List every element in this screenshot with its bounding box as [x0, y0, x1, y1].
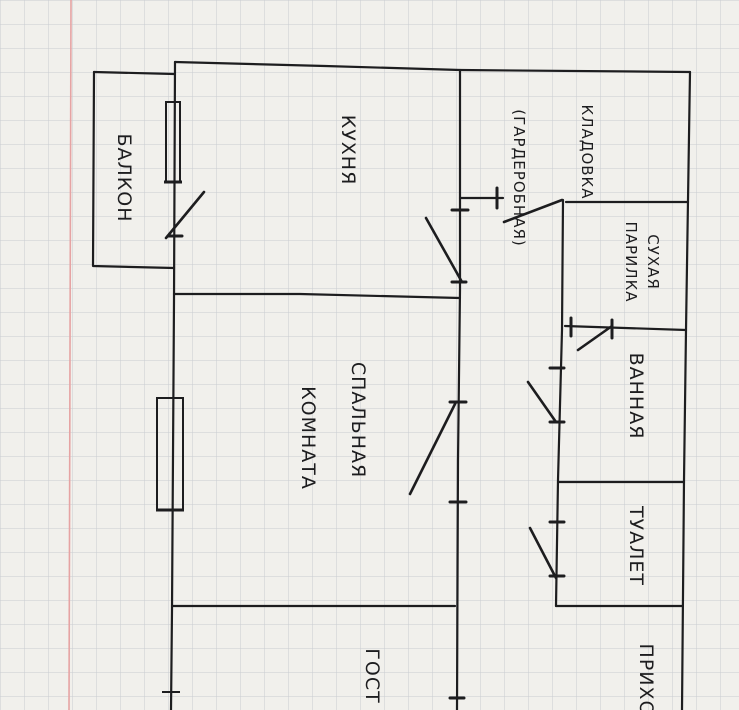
door-leaves — [164, 190, 614, 580]
toilet-label: ТУАЛЕТ — [625, 505, 647, 586]
pantry-label: КЛАДОВКА — [578, 105, 596, 200]
windows — [156, 101, 184, 693]
sauna-label-line2: ПАРИЛКА — [622, 222, 640, 303]
kitchen-label: КУХНЯ — [337, 115, 359, 186]
hallway-label: ПРИХО — [635, 644, 657, 710]
bedroom-label-line2: КОМНАТА — [297, 386, 319, 490]
margin-line — [68, 0, 72, 710]
pantry-note-label: (ГАРДЕРОБНАЯ) — [510, 109, 528, 246]
bedroom-label-line1: СПАЛЬНАЯ — [347, 362, 369, 478]
walls — [91, 60, 692, 710]
balcony-label: БАЛКОН — [113, 133, 135, 222]
door-openings — [166, 186, 614, 700]
sauna-label-line1: СУХАЯ — [644, 234, 662, 290]
living-room-label: ГОСТ — [361, 648, 383, 703]
bathroom-label: ВАННАЯ — [625, 353, 647, 440]
